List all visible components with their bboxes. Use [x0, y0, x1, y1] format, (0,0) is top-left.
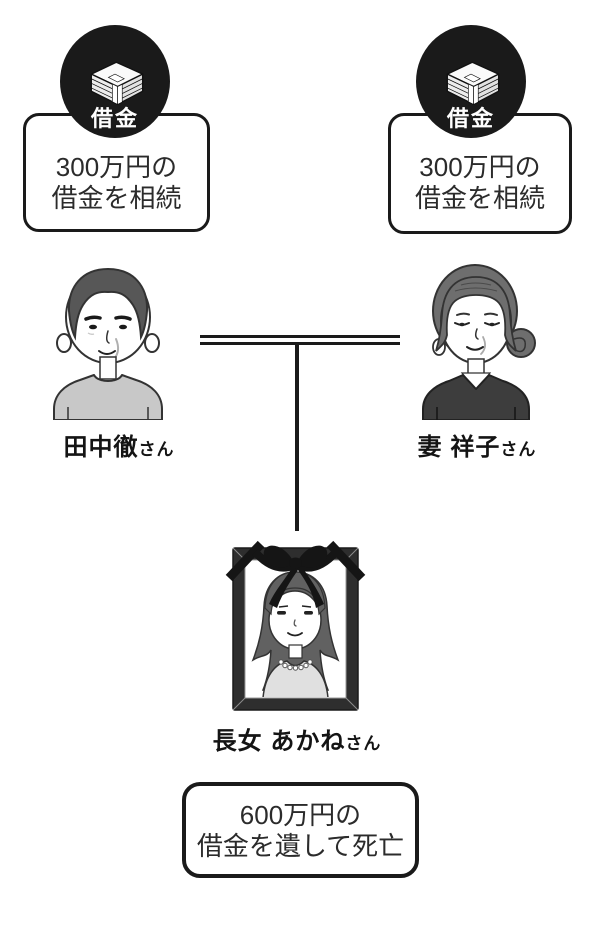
father-name: 田中徹: [63, 434, 139, 461]
debt-badge-right: 借金: [416, 25, 526, 138]
elderly-man-icon: [53, 267, 163, 421]
father-name-label: 田中徹さん: [29, 427, 209, 462]
mother-honorific: さん: [500, 440, 537, 459]
mother-name-label: 妻 祥子さん: [387, 427, 567, 462]
mother-portrait: [415, 257, 545, 425]
debt-badge-label: 借金: [90, 106, 139, 131]
father-honorific: さん: [138, 440, 175, 459]
child-line: [295, 345, 299, 531]
debt-badge-left: 借金: [60, 25, 170, 138]
daughter-honorific: さん: [345, 734, 382, 753]
memorial-photo: [225, 528, 370, 718]
daughter-name-label: 長女 あかねさん: [197, 721, 397, 756]
inheritance-right-line1: 300万円の: [419, 152, 541, 182]
death-note-box: 600万円の 借金を遺して死亡: [182, 782, 419, 878]
inheritance-left-line2: 借金を相続: [51, 183, 182, 213]
mourning-ribbon-icon: [225, 540, 366, 608]
mother-name: 妻 祥子: [417, 434, 501, 461]
inheritance-right-line2: 借金を相続: [414, 183, 545, 213]
inheritance-left-line1: 300万円の: [55, 152, 178, 182]
inheritance-box-left: 300万円の 借金を相続: [23, 113, 210, 232]
elderly-woman-icon: [422, 264, 536, 421]
money-stack-icon: [90, 61, 144, 106]
death-note-line2: 借金を遺して死亡: [196, 831, 405, 861]
death-note-line1: 600万円の: [239, 800, 362, 830]
marriage-line: [200, 335, 400, 345]
money-stack-icon: [446, 61, 500, 106]
father-portrait: [48, 257, 168, 425]
daughter-name: 長女 あかね: [212, 728, 346, 755]
memorial-photo-icon: [225, 540, 366, 711]
debt-badge-label: 借金: [446, 106, 495, 131]
